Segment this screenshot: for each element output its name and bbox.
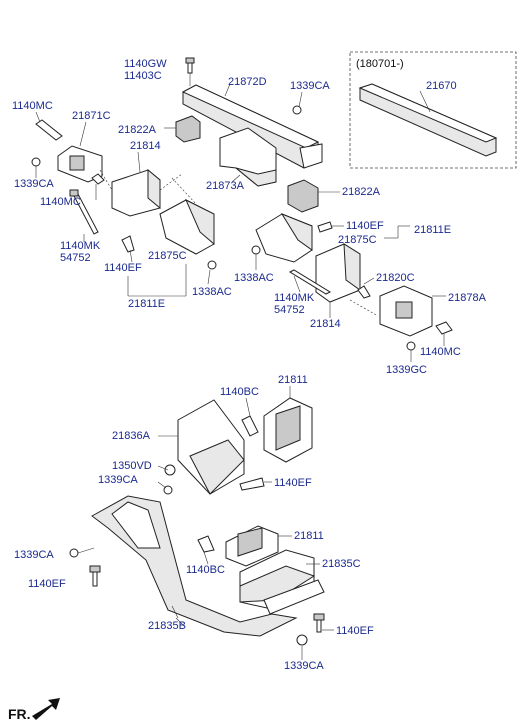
label-1140mc-left: 1140MC <box>12 100 53 112</box>
label-1140mk-right: 1140MK <box>274 292 315 304</box>
label-21871c: 21871C <box>72 110 111 122</box>
nut-1339gc <box>406 341 416 351</box>
bracket-21873a <box>219 127 277 187</box>
crossmember-21670 <box>358 83 498 157</box>
nut-1339ca-bottom <box>296 634 308 646</box>
label-1140mc-left2: 1140MC <box>40 196 81 208</box>
label-21814-right: 21814 <box>310 318 341 330</box>
label-1140ef-low: 1140EF <box>274 477 312 489</box>
bolt-1350vd <box>164 464 176 476</box>
label-21835c: 21835C <box>322 558 361 570</box>
nut-1339ca-left <box>31 157 41 167</box>
bolt-1140bc-top <box>241 415 259 437</box>
bracket-21836a <box>177 399 245 495</box>
label-1339ca-top: 1339CA <box>290 80 330 92</box>
nut-1339ca-low <box>69 548 79 558</box>
label-21835b: 21835B <box>148 620 186 632</box>
label-21811-low: 21811 <box>294 530 324 542</box>
bracket-21822a-right <box>287 179 319 213</box>
label-21875c-right: 21875C <box>338 234 377 246</box>
label-1350vd: 1350VD <box>112 460 152 472</box>
label-1339gc: 1339GC <box>386 364 427 376</box>
front-arrow-icon <box>32 698 60 720</box>
label-1339ca-mid: 1339CA <box>98 474 138 486</box>
bracket-21822a-left <box>175 115 201 143</box>
bracket-21814-left <box>111 168 161 217</box>
label-21811-top: 21811 <box>278 374 308 386</box>
label-21814-left: 21814 <box>130 140 161 152</box>
label-1140bc-top: 1140BC <box>220 386 259 398</box>
insulator-21811-top <box>263 397 313 463</box>
label-11403c: 11403C <box>124 70 162 82</box>
nut-1339ca <box>292 105 302 115</box>
label-1140gw: 1140GW <box>124 58 167 70</box>
label-21875c-mid: 21875C <box>148 250 187 262</box>
crossmember-21872d <box>181 84 323 169</box>
label-1339ca-low: 1339CA <box>14 549 54 561</box>
label-1140ef-bottom: 1140EF <box>336 625 374 637</box>
inset-title: (180701-) <box>356 58 404 70</box>
nut-1338ac-right <box>251 245 261 255</box>
label-21820c: 21820C <box>376 272 415 284</box>
bolt-1140mc-left2 <box>91 173 105 185</box>
front-direction-label: FR. <box>8 706 31 722</box>
bolt-1140bc-low <box>197 535 215 553</box>
insulator-21871c <box>57 145 103 183</box>
bolt-1140mk-left <box>69 189 99 235</box>
label-1338ac-right: 1338AC <box>234 272 274 284</box>
insulator-21811-low <box>225 525 279 567</box>
label-21822a-left: 21822A <box>118 124 156 136</box>
label-1140mc-right: 1140MC <box>420 346 461 358</box>
label-21670: 21670 <box>426 80 457 92</box>
bolt-1140mk-right <box>288 269 332 295</box>
bolt-1140mc-right <box>435 321 453 335</box>
label-21872d: 21872D <box>228 76 267 88</box>
bolt-1140ef-bottom <box>313 613 325 633</box>
label-1140bc-low: 1140BC <box>186 564 225 576</box>
bracket-21875c-mid <box>159 198 215 255</box>
bolt-1140ef-low2 <box>89 565 101 587</box>
label-1140mk-left: 1140MK <box>60 240 101 252</box>
subframe-21835b <box>91 495 298 637</box>
bolt-1140mc-left <box>35 119 63 141</box>
label-1339ca-bottom: 1339CA <box>284 660 324 672</box>
bracket-21835c <box>239 549 325 615</box>
label-1339ca-left: 1339CA <box>14 178 54 190</box>
label-21873a: 21873A <box>206 180 244 192</box>
bracket-21814-right <box>315 243 361 303</box>
label-21878a: 21878A <box>448 292 486 304</box>
bolt-1140gw <box>185 57 195 74</box>
label-21811e-right: 21811E <box>414 224 452 236</box>
insulator-21878a <box>379 285 433 337</box>
label-54752-left: 54752 <box>60 252 91 264</box>
bolt-1140ef-low <box>239 477 265 491</box>
label-1140ef-low2: 1140EF <box>28 578 66 590</box>
label-21811e-mid: 21811E <box>128 298 166 310</box>
label-54752-right: 54752 <box>274 304 305 316</box>
bolt-21820c <box>357 285 371 299</box>
label-21822a-right: 21822A <box>342 186 380 198</box>
bolt-1140ef-mid <box>121 235 135 253</box>
label-21836a: 21836A <box>112 430 150 442</box>
inset-frame <box>349 51 517 169</box>
label-1338ac-mid: 1338AC <box>192 286 232 298</box>
label-1140ef-right: 1140EF <box>346 220 384 232</box>
bracket-21875c-right <box>255 212 313 263</box>
nut-1338ac-mid <box>207 260 217 270</box>
label-1140ef-mid: 1140EF <box>104 262 142 274</box>
bolt-1140ef-right <box>317 221 333 233</box>
